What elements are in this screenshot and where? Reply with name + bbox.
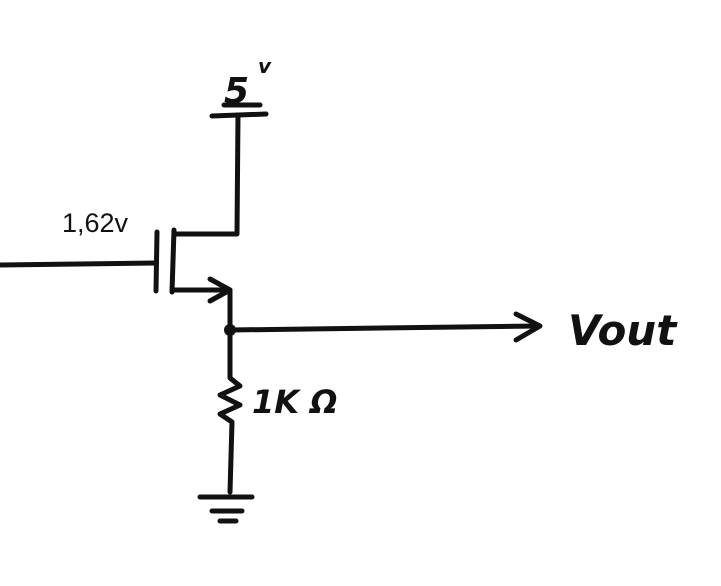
resistor <box>217 329 243 495</box>
source-arrow-icon <box>207 276 233 304</box>
supply-voltage-unit: v <box>258 54 272 78</box>
output-node <box>224 311 543 343</box>
gate-wire <box>0 260 158 268</box>
output-arrow-icon <box>513 311 543 343</box>
mosfet-transistor <box>0 227 240 341</box>
resistor-symbol <box>217 329 243 495</box>
output-wire <box>227 323 541 333</box>
output-label: Vout <box>568 306 678 355</box>
channel-line <box>169 227 177 295</box>
gate-voltage-label: 1,62v <box>62 208 129 238</box>
resistor-label: 1K Ω <box>252 383 337 421</box>
supply-wire <box>234 112 241 236</box>
ground-icon <box>197 494 255 524</box>
supply-node: 5 v <box>209 54 272 236</box>
